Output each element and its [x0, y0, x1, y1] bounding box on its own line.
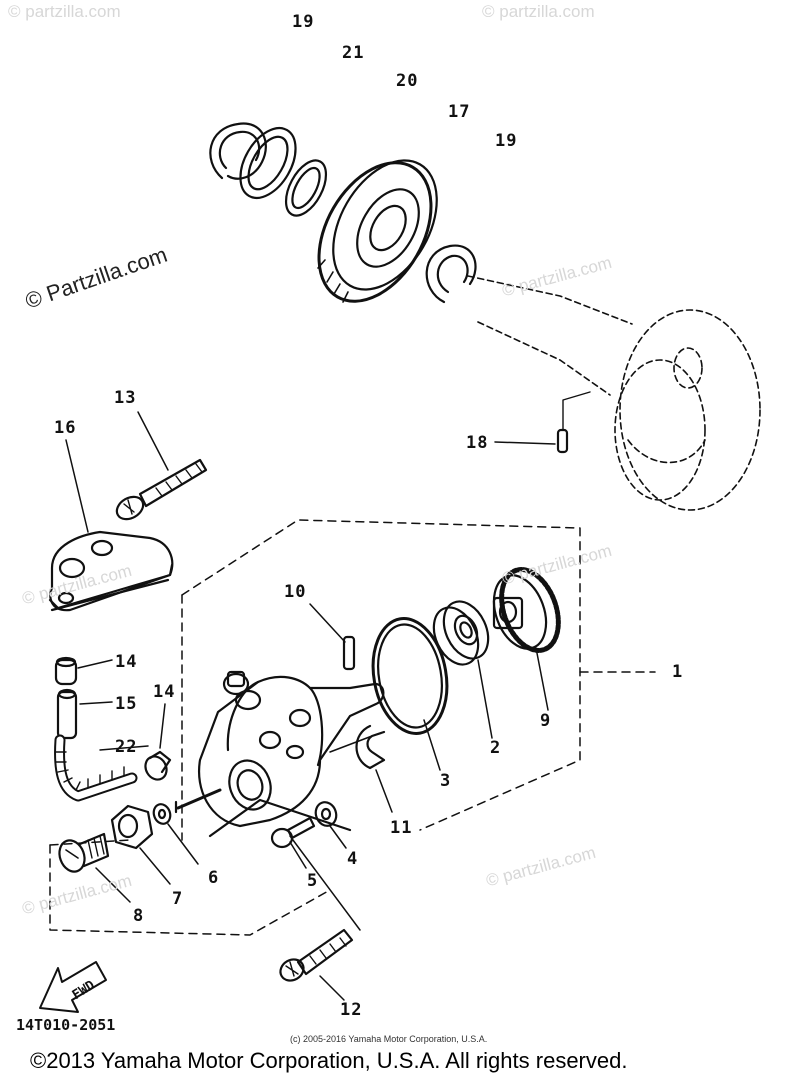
callout-19-right: 19 [495, 131, 518, 151]
callout-9: 9 [540, 711, 552, 731]
cover-plate-part-16 [48, 530, 174, 612]
diagram-code: 14T010-2051 [16, 1016, 116, 1034]
callout-22: 22 [115, 737, 138, 757]
hose-part-22 [54, 734, 149, 802]
pulley-part-17 [317, 159, 438, 303]
oring-part-3 [371, 617, 449, 771]
callout-11: 11 [390, 818, 413, 838]
screw-part-12 [279, 928, 354, 1001]
circlip-part-19-right [425, 244, 477, 304]
sleeve-part-15 [56, 688, 113, 740]
callout-20: 20 [396, 71, 419, 91]
gear-part-9 [492, 567, 561, 711]
callout-7: 7 [172, 889, 184, 909]
assembly-boundary-part-1 [49, 519, 656, 936]
oil-pump-body [174, 670, 385, 838]
oring-part-20 [284, 159, 328, 217]
small-copyright: (c) 2005-2016 Yamaha Motor Corporation, … [290, 1034, 488, 1044]
clip-part-11 [355, 724, 393, 813]
callout-12: 12 [340, 1000, 363, 1020]
watermark-top-right: © partzilla.com [482, 2, 595, 21]
main-copyright: ©2013 Yamaha Motor Corporation, U.S.A. A… [30, 1048, 628, 1073]
callout-21: 21 [342, 43, 365, 63]
leader-18 [494, 441, 556, 445]
callout-16: 16 [54, 418, 77, 438]
bearing-part-2 [432, 600, 493, 739]
pin-part-18 [556, 391, 591, 454]
callout-13: 13 [114, 388, 137, 408]
callout-3: 3 [440, 771, 452, 791]
callout-1: 1 [672, 662, 684, 682]
callout-10: 10 [284, 582, 307, 602]
leader-16 [65, 439, 89, 533]
leader-12-upper [289, 835, 361, 931]
nut-part-7 [110, 804, 171, 885]
washer-part-6 [152, 803, 199, 865]
callout-18: 18 [466, 433, 489, 453]
adjust-screw-part-8 [58, 832, 131, 903]
callout-8: 8 [133, 906, 145, 926]
callout-5: 5 [307, 871, 319, 891]
collar-part-14-left [54, 656, 113, 686]
callout-2: 2 [490, 738, 502, 758]
collar-part-14-right [144, 703, 172, 781]
forward-arrow-icon [39, 961, 107, 1013]
pin-part-10 [309, 603, 356, 671]
screw-part-13 [115, 458, 208, 521]
crankshaft-reference [467, 275, 761, 511]
watermark-top-left: © partzilla.com [8, 2, 121, 21]
callout-17: 17 [448, 102, 471, 122]
callout-14-left: 14 [115, 652, 138, 672]
leader-13 [137, 411, 169, 471]
callout-19-top: 19 [292, 12, 315, 32]
callout-4: 4 [347, 849, 359, 869]
callout-15: 15 [115, 694, 138, 714]
callout-14-right: 14 [153, 682, 176, 702]
callout-6: 6 [208, 868, 220, 888]
washer-part-4 [314, 801, 347, 849]
washer-part-21 [239, 127, 297, 199]
